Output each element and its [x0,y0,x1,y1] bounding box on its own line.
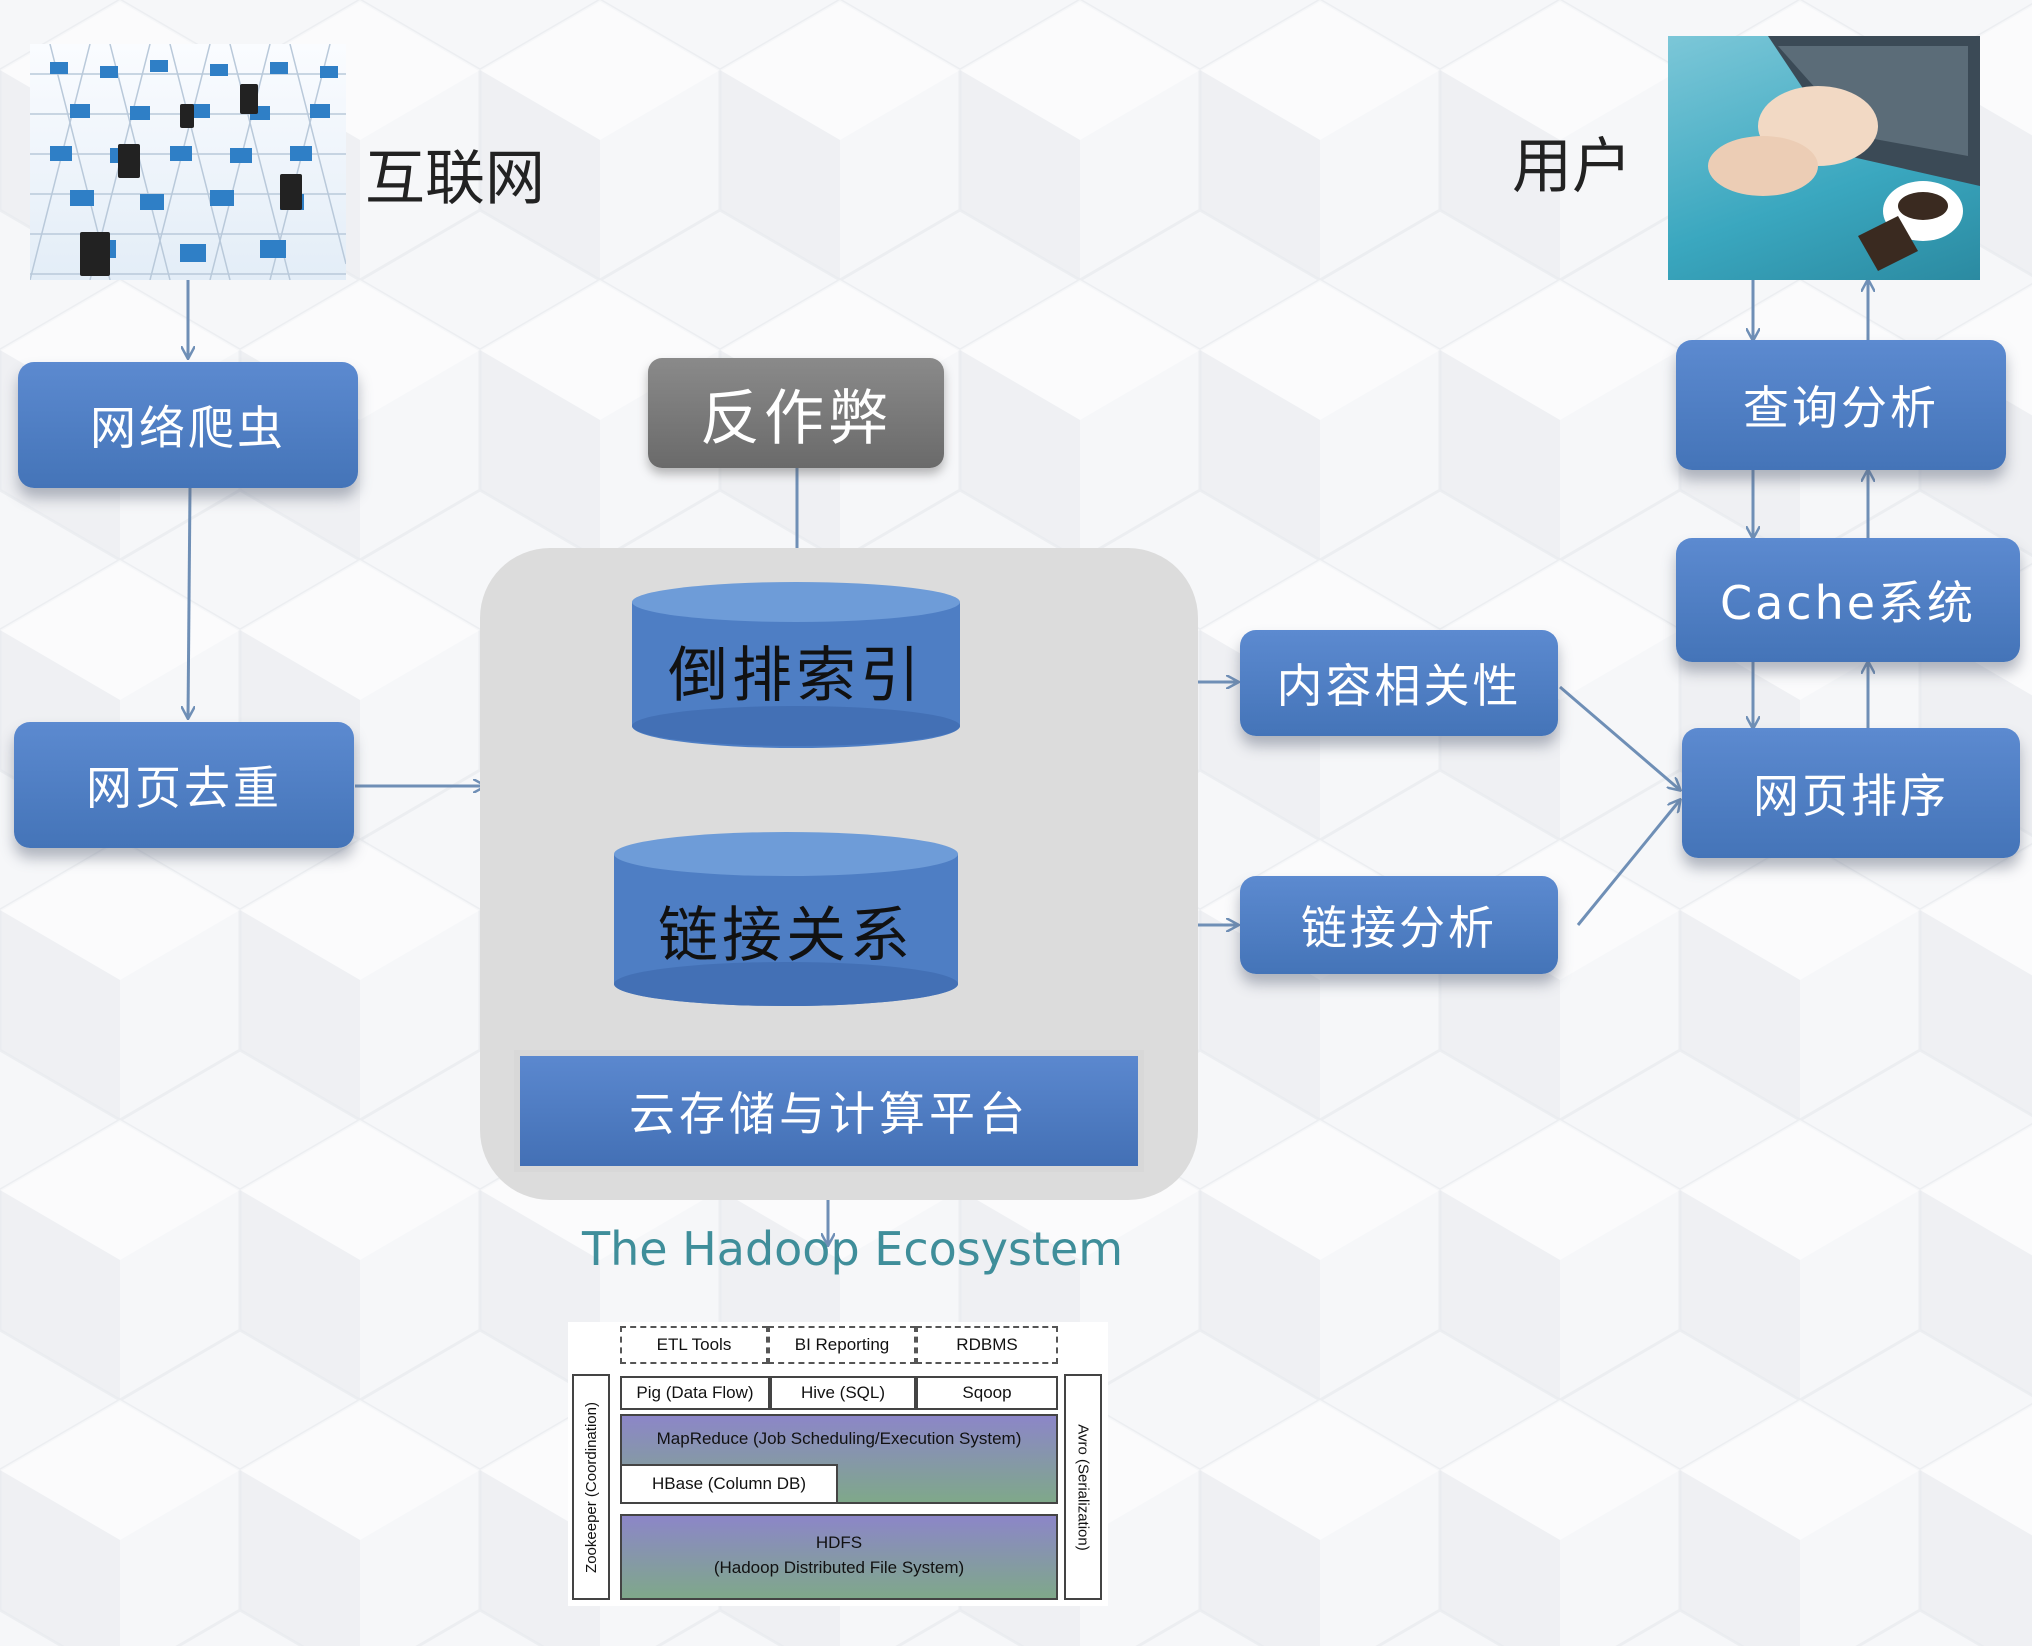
hadoop-ecosystem-diagram: ETL Tools BI Reporting RDBMS Zookeeper (… [568,1322,1108,1606]
user-photo [1668,36,1980,280]
eco-hdfs-subtitle: (Hadoop Distributed File System) [713,1558,965,1577]
hadoop-ecosystem-title: The Hadoop Ecosystem [582,1222,1124,1276]
page-ranking-node: 网页排序 [1682,728,2020,858]
inverted-index-label: 倒排索引 [668,640,924,711]
network-icon [30,44,346,280]
content-relevance-node: 内容相关性 [1240,630,1558,736]
eco-hdfs-title: HDFS [815,1533,863,1552]
arrow-analysis-to-ranking [1576,800,1680,926]
eco-mapreduce: MapReduce (Job Scheduling/Execution Syst… [656,1429,1022,1448]
eco-hbase: HBase (Column DB) [620,1464,838,1504]
eco-rdbms: RDBMS [916,1326,1058,1364]
query-analysis-node: 查询分析 [1676,340,2006,470]
eco-bi-reporting: BI Reporting [768,1326,916,1364]
link-relation-cylinder [614,832,958,1006]
link-relation-label: 链接关系 [658,900,914,971]
eco-etl-tools: ETL Tools [620,1326,768,1364]
anti-cheat-node: 反作弊 [648,358,944,468]
arrow-crawler-to-dedup [188,487,190,718]
cache-system-node: Cache系统 [1676,538,2020,662]
internet-label: 互联网 [365,144,545,214]
cloud-platform-node: 云存储与计算平台 [514,1050,1144,1172]
internet-network-image [30,44,346,280]
eco-hive: Hive (SQL) [770,1376,916,1410]
arrow-relevance-to-ranking [1559,685,1680,790]
crawler-node: 网络爬虫 [18,362,358,488]
link-analysis-node: 链接分析 [1240,876,1558,974]
eco-sqoop: Sqoop [916,1376,1058,1410]
dedup-node: 网页去重 [14,722,354,848]
eco-avro: Avro (Serialization) [1064,1374,1102,1600]
user-label: 用户 [1512,132,1632,202]
eco-pig: Pig (Data Flow) [620,1376,770,1410]
inverted-index-cylinder [632,582,960,748]
eco-zookeeper: Zookeeper (Coordination) [572,1374,610,1600]
user-typing-icon [1708,36,1980,271]
eco-hdfs: HDFS (Hadoop Distributed File System) [620,1514,1058,1600]
